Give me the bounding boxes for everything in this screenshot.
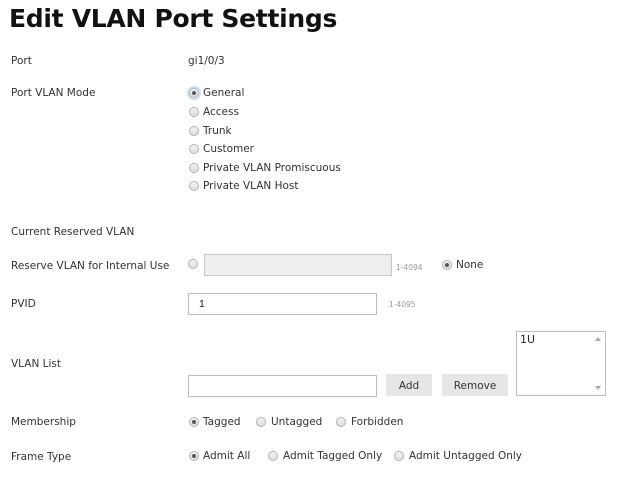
- reserve-vlan-label: Reserve VLAN for Internal Use: [11, 260, 170, 272]
- radio-membership-tagged[interactable]: [189, 417, 199, 427]
- radio-reserve-vlan-none-label[interactable]: None: [456, 259, 484, 271]
- pvid-range-hint: 1-4095: [389, 300, 416, 309]
- radio-membership-forbidden[interactable]: [336, 417, 346, 427]
- radio-mode-pvlan-promiscuous-label[interactable]: Private VLAN Promiscuous: [203, 162, 341, 174]
- remove-button[interactable]: Remove: [442, 374, 508, 396]
- vlan-list-input[interactable]: [188, 375, 377, 397]
- port-vlan-mode-label: Port VLAN Mode: [11, 87, 96, 99]
- radio-membership-tagged-label[interactable]: Tagged: [203, 416, 241, 428]
- scroll-down-icon[interactable]: [595, 386, 601, 390]
- radio-mode-general[interactable]: [189, 88, 199, 98]
- page-title: Edit VLAN Port Settings: [9, 4, 338, 33]
- radio-mode-pvlan-host-label[interactable]: Private VLAN Host: [203, 180, 299, 192]
- reserve-vlan-range-hint: 1-4094: [396, 263, 423, 272]
- vlan-list-item[interactable]: 1U: [520, 333, 536, 346]
- radio-mode-pvlan-promiscuous[interactable]: [189, 163, 199, 173]
- radio-frame-admit-untagged-label[interactable]: Admit Untagged Only: [409, 450, 522, 462]
- vlan-listbox[interactable]: 1U: [516, 331, 606, 396]
- radio-mode-general-label[interactable]: General: [203, 87, 245, 99]
- frame-type-label: Frame Type: [11, 451, 72, 463]
- port-value: gi1/0/3: [188, 55, 225, 67]
- vlan-list-label: VLAN List: [11, 358, 62, 370]
- radio-mode-pvlan-host[interactable]: [189, 181, 199, 191]
- radio-membership-untagged-label[interactable]: Untagged: [271, 416, 323, 428]
- pvid-input[interactable]: [188, 293, 377, 315]
- radio-mode-customer[interactable]: [189, 144, 199, 154]
- port-label: Port: [11, 55, 32, 67]
- radio-mode-trunk-label[interactable]: Trunk: [203, 125, 232, 137]
- radio-frame-admit-untagged[interactable]: [394, 451, 404, 461]
- radio-mode-access-label[interactable]: Access: [203, 106, 239, 118]
- radio-frame-admit-all[interactable]: [189, 451, 199, 461]
- radio-frame-admit-tagged[interactable]: [268, 451, 278, 461]
- reserve-vlan-input[interactable]: [204, 254, 392, 276]
- radio-frame-admit-tagged-label[interactable]: Admit Tagged Only: [283, 450, 383, 462]
- radio-mode-trunk[interactable]: [189, 126, 199, 136]
- pvid-label: PVID: [11, 298, 36, 310]
- radio-membership-untagged[interactable]: [256, 417, 266, 427]
- scroll-up-icon[interactable]: [595, 337, 601, 341]
- membership-label: Membership: [11, 416, 76, 428]
- radio-frame-admit-all-label[interactable]: Admit All: [203, 450, 251, 462]
- current-reserved-vlan-label: Current Reserved VLAN: [11, 226, 135, 238]
- radio-reserve-vlan-none[interactable]: [442, 260, 452, 270]
- radio-membership-forbidden-label[interactable]: Forbidden: [351, 416, 404, 428]
- radio-mode-access[interactable]: [189, 107, 199, 117]
- radio-reserve-vlan-custom[interactable]: [188, 259, 198, 269]
- radio-mode-customer-label[interactable]: Customer: [203, 143, 255, 155]
- add-button[interactable]: Add: [386, 374, 432, 396]
